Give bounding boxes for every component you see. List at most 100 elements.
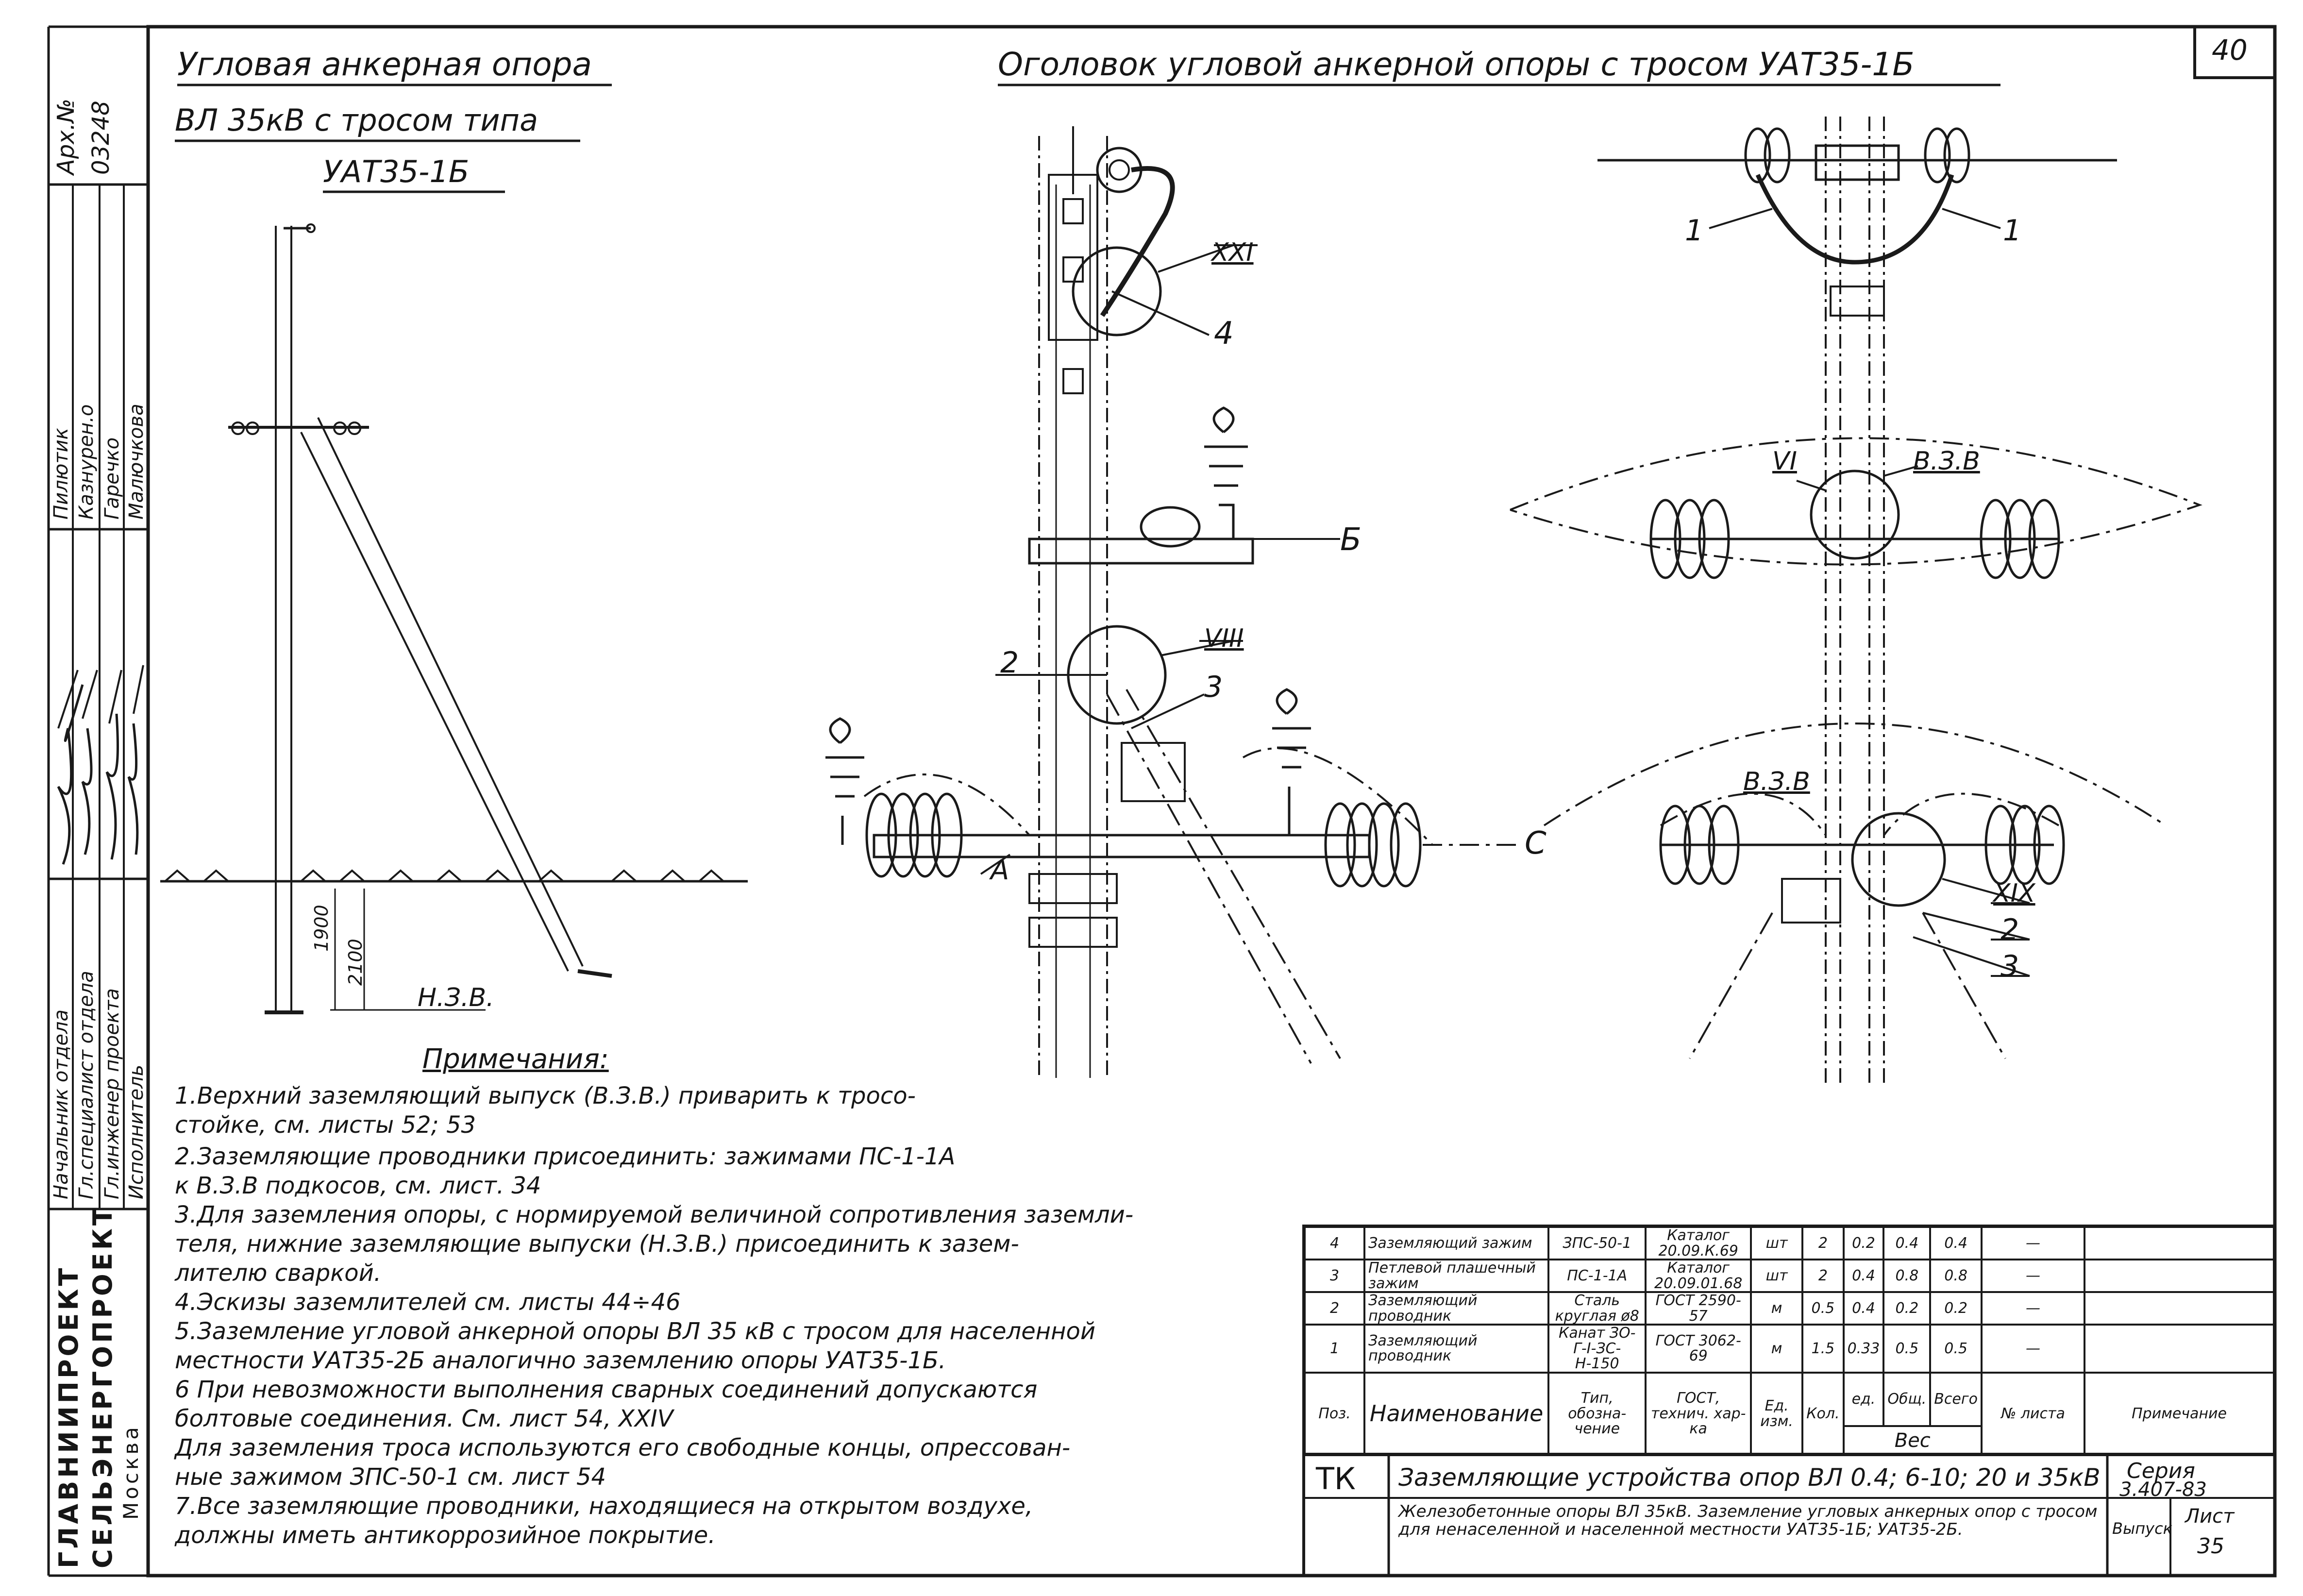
- table-row: 2 Заземляющий проводник Сталь круглая ø8…: [1303, 1291, 2275, 1326]
- cell-name: Петлевой плашечный зажим: [1363, 1259, 1550, 1293]
- cell-qty: 1.5: [1801, 1324, 1845, 1374]
- header-weight-unit: ед.: [1842, 1371, 1885, 1427]
- cell-w-all: 0.2: [1929, 1291, 1983, 1326]
- left-title-line1: Угловая анкерная опора: [177, 46, 592, 83]
- note-line: 5.Заземление угловой анкерной опоры ВЛ 3…: [175, 1318, 1096, 1345]
- org-selenergoproekt: СЕЛЬЭНЕРГОПРОЕКТ: [87, 1205, 118, 1568]
- title-block-code: ТК: [1316, 1461, 1356, 1496]
- cell-name: Заземляющий зажим: [1363, 1226, 1550, 1260]
- specification-table: 4 Заземляющий зажим ЗПС-50-1 Каталог 20.…: [1303, 1226, 2275, 1456]
- stamp-name-1: Казнурен.о: [75, 404, 98, 520]
- cell-qty: 2: [1801, 1259, 1845, 1293]
- cell-sheet: —: [1980, 1324, 2086, 1374]
- cell-name: Заземляющий проводник: [1363, 1324, 1550, 1374]
- stamp-name-3: Малючкова: [125, 403, 148, 520]
- table-header-row: Вес: [1305, 1425, 2274, 1456]
- cell-gost: Каталог 20.09.К.69: [1645, 1226, 1752, 1260]
- cell-type: Сталь круглая ø8: [1547, 1291, 1647, 1326]
- note-line: 7.Все заземляющие проводники, находящиес…: [175, 1493, 1033, 1520]
- callout-xix: XIX: [1993, 879, 2035, 908]
- cell-unit: шт: [1750, 1226, 1804, 1260]
- label-vzv-lower: В.З.В: [1743, 767, 1810, 796]
- header-name: Наименование: [1363, 1371, 1550, 1456]
- cell-qty: 0.5: [1801, 1291, 1845, 1326]
- cell-w-all: 0.4: [1929, 1226, 1983, 1260]
- label-nzv: Н.З.В.: [418, 983, 494, 1012]
- label-vzv-upper: В.З.В: [1913, 447, 1980, 476]
- note-line: 2.Заземляющие проводники присоединить: з…: [175, 1143, 956, 1170]
- label-phase-a: А: [991, 855, 1009, 886]
- cell-w-total: 0.4: [1883, 1226, 1932, 1260]
- header-qty: Кол.: [1801, 1371, 1845, 1456]
- sheet-number: 40: [2212, 34, 2248, 67]
- note-line: местности УАТ35-2Б аналогично заземлению…: [175, 1347, 946, 1374]
- cell-type: ПС-1-1А: [1547, 1259, 1647, 1293]
- cell-name: Заземляющий проводник: [1363, 1291, 1550, 1326]
- cell-w-all: 0.8: [1929, 1259, 1983, 1293]
- callout-xxi: XXI: [1211, 238, 1254, 267]
- org-city: Москва: [119, 1424, 143, 1520]
- table-row: 4 Заземляющий зажим ЗПС-50-1 Каталог 20.…: [1303, 1226, 2275, 1260]
- cell-unit: шт: [1750, 1259, 1804, 1293]
- label-item-2-right: 2: [2000, 913, 2019, 947]
- callout-viii: VIII: [1204, 624, 1244, 653]
- stamp-role-executor: Исполнитель: [125, 1064, 148, 1199]
- header-remark: Примечание: [2084, 1371, 2275, 1456]
- cell-pos: 2: [1303, 1291, 1366, 1326]
- note-line: 3.Для заземления опоры, с нормируемой ве…: [175, 1201, 1134, 1228]
- cell-remark: [2084, 1259, 2275, 1293]
- note-line: 4.Эскизы заземлителей см. листы 44÷46: [175, 1289, 681, 1316]
- note-line: стойке, см. листы 52; 53: [175, 1111, 476, 1139]
- header-type: Тип, обозна-чение: [1547, 1371, 1647, 1456]
- stamp-name-2: Гаречко: [101, 437, 123, 520]
- note-line: 6 При невозможности выполнения сварных с…: [175, 1376, 1038, 1403]
- cell-pos: 1: [1303, 1324, 1366, 1374]
- title-block-title: Заземляющие устройства опор ВЛ 0.4; 6-10…: [1398, 1463, 2101, 1492]
- cell-type: Канат ЗО-Г-I-ЗС-Н-150: [1547, 1324, 1647, 1374]
- stamp-role-chief-specialist: Гл.специалист отдела: [75, 971, 98, 1199]
- stamp-role-chief-engineer: Гл.инженер проекта: [101, 988, 123, 1199]
- series-value: 3.407-83: [2119, 1478, 2207, 1501]
- header-pos: Поз.: [1303, 1371, 1366, 1456]
- label-phase-b: Б: [1340, 522, 1362, 558]
- note-line: теля, нижние заземляющие выпуски (Н.З.В.…: [175, 1230, 1019, 1258]
- label-item-1-left: 1: [1685, 214, 1704, 248]
- label-item-1-right: 1: [2003, 214, 2022, 248]
- sheet-label: Лист: [2185, 1505, 2235, 1528]
- dimension-2100: 2100: [345, 939, 366, 986]
- cell-sheet: —: [1980, 1291, 2086, 1326]
- note-line: должны иметь антикоррозийное покрытие.: [175, 1522, 716, 1549]
- cell-sheet: —: [1980, 1259, 2086, 1293]
- header-weight: Вес: [1842, 1425, 1983, 1456]
- header-gost: ГОСТ, технич. хар-ка: [1645, 1371, 1752, 1456]
- cell-pos: 4: [1303, 1226, 1366, 1260]
- cell-gost: Каталог 20.09.01.68: [1645, 1259, 1752, 1293]
- left-title-line2: ВЛ 35кВ с тросом типа: [175, 102, 538, 138]
- cell-remark: [2084, 1226, 2275, 1260]
- dimension-1900: 1900: [311, 905, 332, 952]
- header-sheet-no: № листа: [1980, 1371, 2086, 1456]
- cell-w-unit: 0.2: [1842, 1226, 1885, 1260]
- header-weight-all: Всего: [1929, 1371, 1983, 1427]
- header-unit: Ед. изм.: [1750, 1371, 1804, 1456]
- stamp-role-head-of-dept: Начальник отдела: [50, 1009, 72, 1199]
- cell-sheet: —: [1980, 1226, 2086, 1260]
- note-line: болтовые соединения. См. лист 54, XXIV: [175, 1405, 673, 1432]
- note-line: лителю сваркой.: [175, 1260, 382, 1287]
- left-title-line3: УАТ35-1Б: [323, 154, 470, 189]
- cell-qty: 2: [1801, 1226, 1845, 1260]
- cell-w-all: 0.5: [1929, 1324, 1983, 1374]
- note-line: ные зажимом ЗПС-50-1 см. лист 54: [175, 1463, 606, 1491]
- cell-pos: 3: [1303, 1259, 1366, 1293]
- archive-label: Арх.№: [52, 99, 80, 175]
- cell-remark: [2084, 1324, 2275, 1374]
- cell-w-total: 0.2: [1883, 1291, 1932, 1326]
- cell-unit: м: [1750, 1291, 1804, 1326]
- callout-vi: VI: [1772, 447, 1797, 476]
- cell-w-unit: 0.4: [1842, 1259, 1885, 1293]
- stamp-name-0: Пилютик: [50, 428, 72, 520]
- cell-gost: ГОСТ 2590-57: [1645, 1291, 1752, 1326]
- sheet-value: 35: [2197, 1534, 2224, 1559]
- cell-w-total: 0.5: [1883, 1324, 1932, 1374]
